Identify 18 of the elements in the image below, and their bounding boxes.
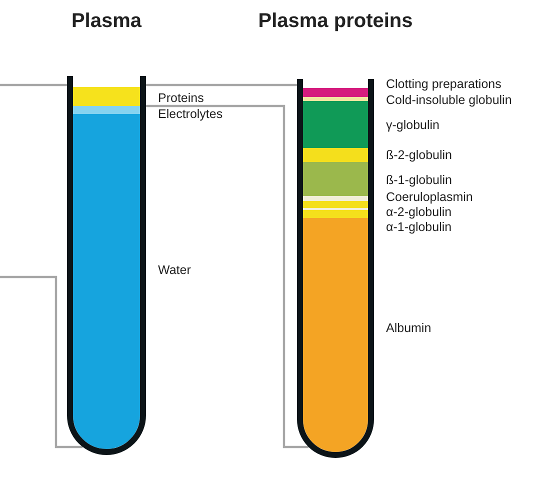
layer-label: Proteins — [158, 91, 204, 105]
layer-label: α-1-globulin — [386, 220, 452, 234]
layer-label: γ-globulin — [386, 118, 440, 132]
layer-label: α-2-globulin — [386, 205, 452, 219]
layer-label: Electrolytes — [158, 107, 223, 121]
layer-label: Cold-insoluble globulin — [386, 93, 512, 107]
tube-heading: Plasma proteins — [258, 9, 413, 34]
layer-label: ß-1-globulin — [386, 173, 452, 187]
layer-label: ß-2-globulin — [386, 148, 452, 162]
layer-label: Albumin — [386, 321, 432, 335]
connector-line — [0, 276, 83, 448]
layer-label: Coeruloplasmin — [386, 190, 473, 204]
layer-label: Clotting preparations — [386, 77, 502, 91]
layer-label: Water — [158, 263, 191, 277]
connector-line — [146, 104, 309, 448]
connector-line — [0, 84, 67, 86]
connector-line — [146, 84, 297, 86]
tube-heading: Plasma — [71, 9, 142, 34]
